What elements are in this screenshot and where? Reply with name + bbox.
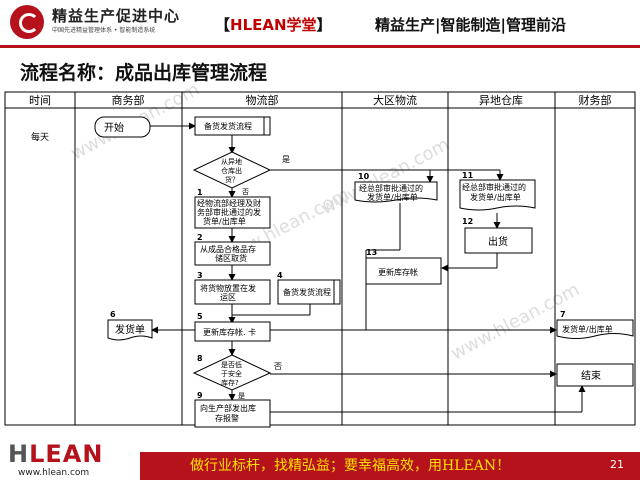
n9-text: 存报警 <box>215 413 239 423</box>
footer-bar <box>140 452 640 480</box>
dec8-text: 是否低 <box>221 360 242 369</box>
node-regional-order <box>354 181 438 203</box>
node-subprocess <box>277 279 341 305</box>
n11-number: 11 <box>462 171 474 180</box>
end-label: 结束 <box>581 369 601 382</box>
n2-text: 储区取货 <box>215 253 247 263</box>
n12-text: 出货 <box>488 235 508 248</box>
header-divider <box>0 45 640 48</box>
yes8-label: 是 <box>238 392 245 400</box>
node-ship-out <box>464 227 533 254</box>
n6-number: 6 <box>110 310 116 319</box>
connectors <box>150 122 586 413</box>
prepare-label: 备货发货流程 <box>204 121 252 131</box>
node-place-goods <box>194 279 271 305</box>
brand-logo-icon <box>10 5 44 39</box>
n1-text: 货单/出库单 <box>203 216 246 226</box>
footer-motto: 做行业标杆，找精弘益；要幸福高效，用HLEAN！ <box>190 458 511 474</box>
n9-number: 9 <box>197 391 203 400</box>
brand-subtitle: 中国先进精益管理体系 • 智能制造系统 <box>52 27 156 34</box>
decision-safety-stock <box>192 354 272 391</box>
footer: HLEAN www.hlean.com 做行业标杆，找精弘益；要幸福高效，用HL… <box>0 438 640 480</box>
n5-number: 5 <box>197 312 203 321</box>
n11-text: 经总部审批通过的 <box>462 182 526 192</box>
dec1-text: 从异地 <box>221 157 242 166</box>
n7-number: 7 <box>560 310 566 319</box>
node-update-stock <box>194 321 271 342</box>
n5-text: 更新库存帐. 卡 <box>203 327 256 337</box>
start-label: 开始 <box>104 121 124 134</box>
n1-text: 经物流部经理及财 <box>197 198 261 208</box>
n10-text: 发货单/出库单 <box>367 192 418 202</box>
n12-number: 12 <box>462 217 473 226</box>
n1-number: 1 <box>197 188 203 197</box>
page-number: 21 <box>610 458 624 471</box>
swimlane-grid <box>4 91 636 426</box>
lane-header-regional: 大区物流 <box>373 93 417 107</box>
no1-label: 否 <box>242 188 249 196</box>
n4-number: 4 <box>277 271 283 280</box>
n2-number: 2 <box>197 233 203 242</box>
no8-label: 否 <box>274 362 282 371</box>
n3-text: 运区 <box>220 293 236 302</box>
dec1-text: 仓库出 <box>221 166 242 175</box>
hlean-tag: 【HLEAN学堂】 <box>215 16 332 34</box>
n6-text: 发货单 <box>115 323 145 336</box>
node-update-ledger <box>365 257 442 285</box>
decision-remote-warehouse <box>192 151 272 189</box>
footer-url: www.hlean.com <box>18 468 90 478</box>
n2-text: 从成品合格品存 <box>200 244 256 254</box>
lane-header-business: 商务部 <box>112 93 145 107</box>
n13-text: 更新库存帐 <box>378 267 418 277</box>
n9-text: 向生产部发出库 <box>200 403 256 413</box>
dec1-text: 货？ <box>225 175 239 184</box>
time-label: 每天 <box>31 131 49 143</box>
n7-text: 发货单/出库单 <box>562 324 613 334</box>
node-approved-order <box>194 196 271 229</box>
node-finance-order <box>556 319 634 339</box>
lane-header-finance: 财务部 <box>579 93 612 107</box>
lane-header-logistics: 物流部 <box>246 93 279 107</box>
end-node <box>556 363 634 387</box>
watermark: www.hlean.com <box>317 134 453 219</box>
n10-text: 经总部审批通过的 <box>359 183 423 193</box>
dec8-text: 库存? <box>221 378 239 387</box>
n11-text: 发货单/出库单 <box>470 192 521 202</box>
header-slogan: 精益生产|智能制造|管理前沿 <box>375 16 566 34</box>
lane-header-remote-warehouse: 异地仓库 <box>479 93 523 107</box>
node-delivery-note <box>107 319 153 341</box>
start-node <box>94 116 151 138</box>
footer-logo: HLEAN <box>8 440 104 468</box>
node-stock-alarm <box>194 399 271 428</box>
dec8-text: 于安全 <box>221 369 242 378</box>
n3-text: 将货物放置在发 <box>200 283 256 293</box>
brand-name: 精益生产促进中心 <box>52 7 181 25</box>
header: 精益生产促进中心 中国先进精益管理体系 • 智能制造系统 【HLEAN学堂】 精… <box>0 0 640 50</box>
lane-header-time: 时间 <box>29 94 51 107</box>
yes1-label: 是 <box>282 155 290 164</box>
n13-number: 13 <box>366 248 377 257</box>
prepare-shipment-node <box>194 116 271 136</box>
n4-text: 备货发货流程 <box>283 287 331 297</box>
dec8-number: 8 <box>197 354 203 363</box>
n10-number: 10 <box>358 172 370 181</box>
node-pick-goods <box>194 241 271 266</box>
n1-text: 务部审批通过的发 <box>197 207 261 217</box>
page-title: 流程名称：成品出库管理流程 <box>20 62 268 84</box>
n3-number: 3 <box>197 271 203 280</box>
node-remote-order <box>459 179 536 211</box>
